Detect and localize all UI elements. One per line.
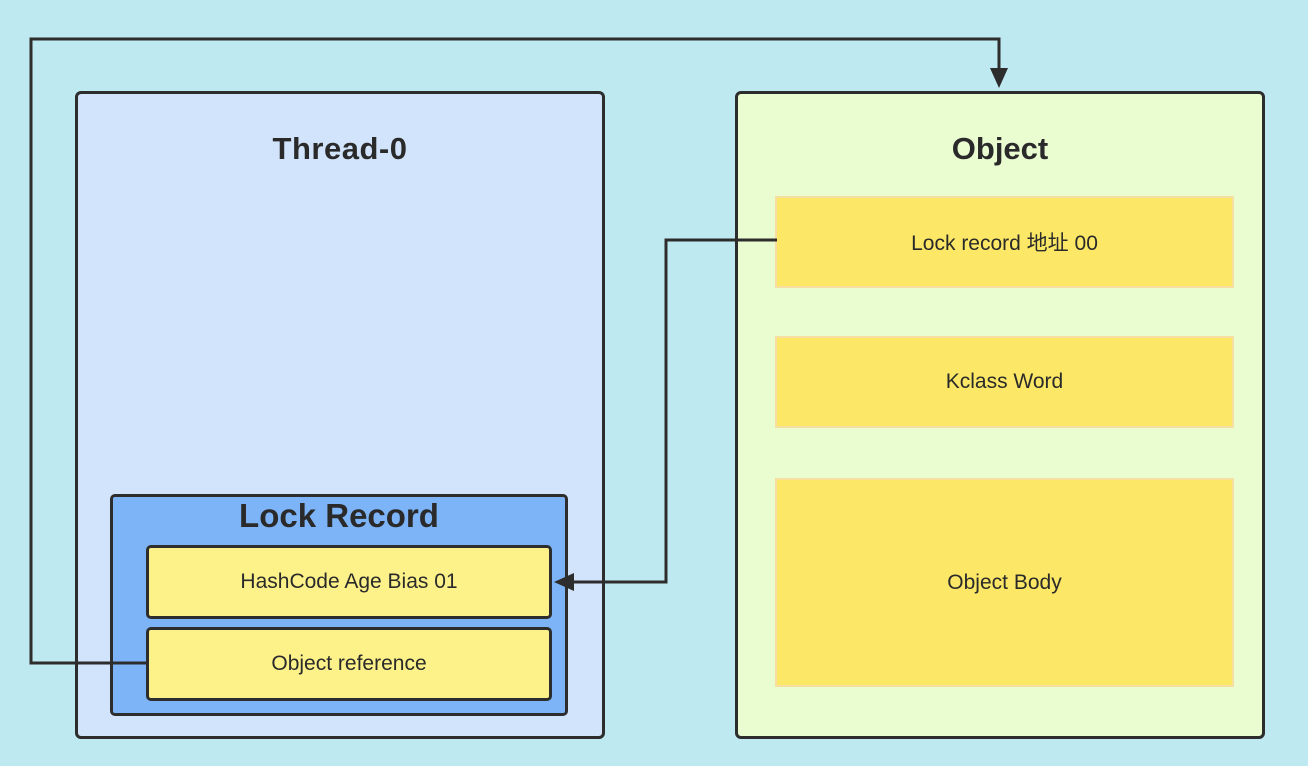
object-reference-arrowhead bbox=[990, 68, 1008, 88]
object-mark-word-field: Lock record 地址 00 bbox=[775, 196, 1234, 288]
thread-title: Thread-0 bbox=[272, 131, 408, 166]
object-kclass-word-field: Kclass Word bbox=[775, 336, 1234, 428]
lock-record-title: Lock Record bbox=[239, 497, 439, 534]
object-body-field: Object Body bbox=[775, 478, 1234, 687]
object-title: Object bbox=[951, 131, 1049, 166]
lock-record-object-reference-field: Object reference bbox=[146, 627, 552, 701]
lock-record-mark-word-field: HashCode Age Bias 01 bbox=[146, 545, 552, 619]
